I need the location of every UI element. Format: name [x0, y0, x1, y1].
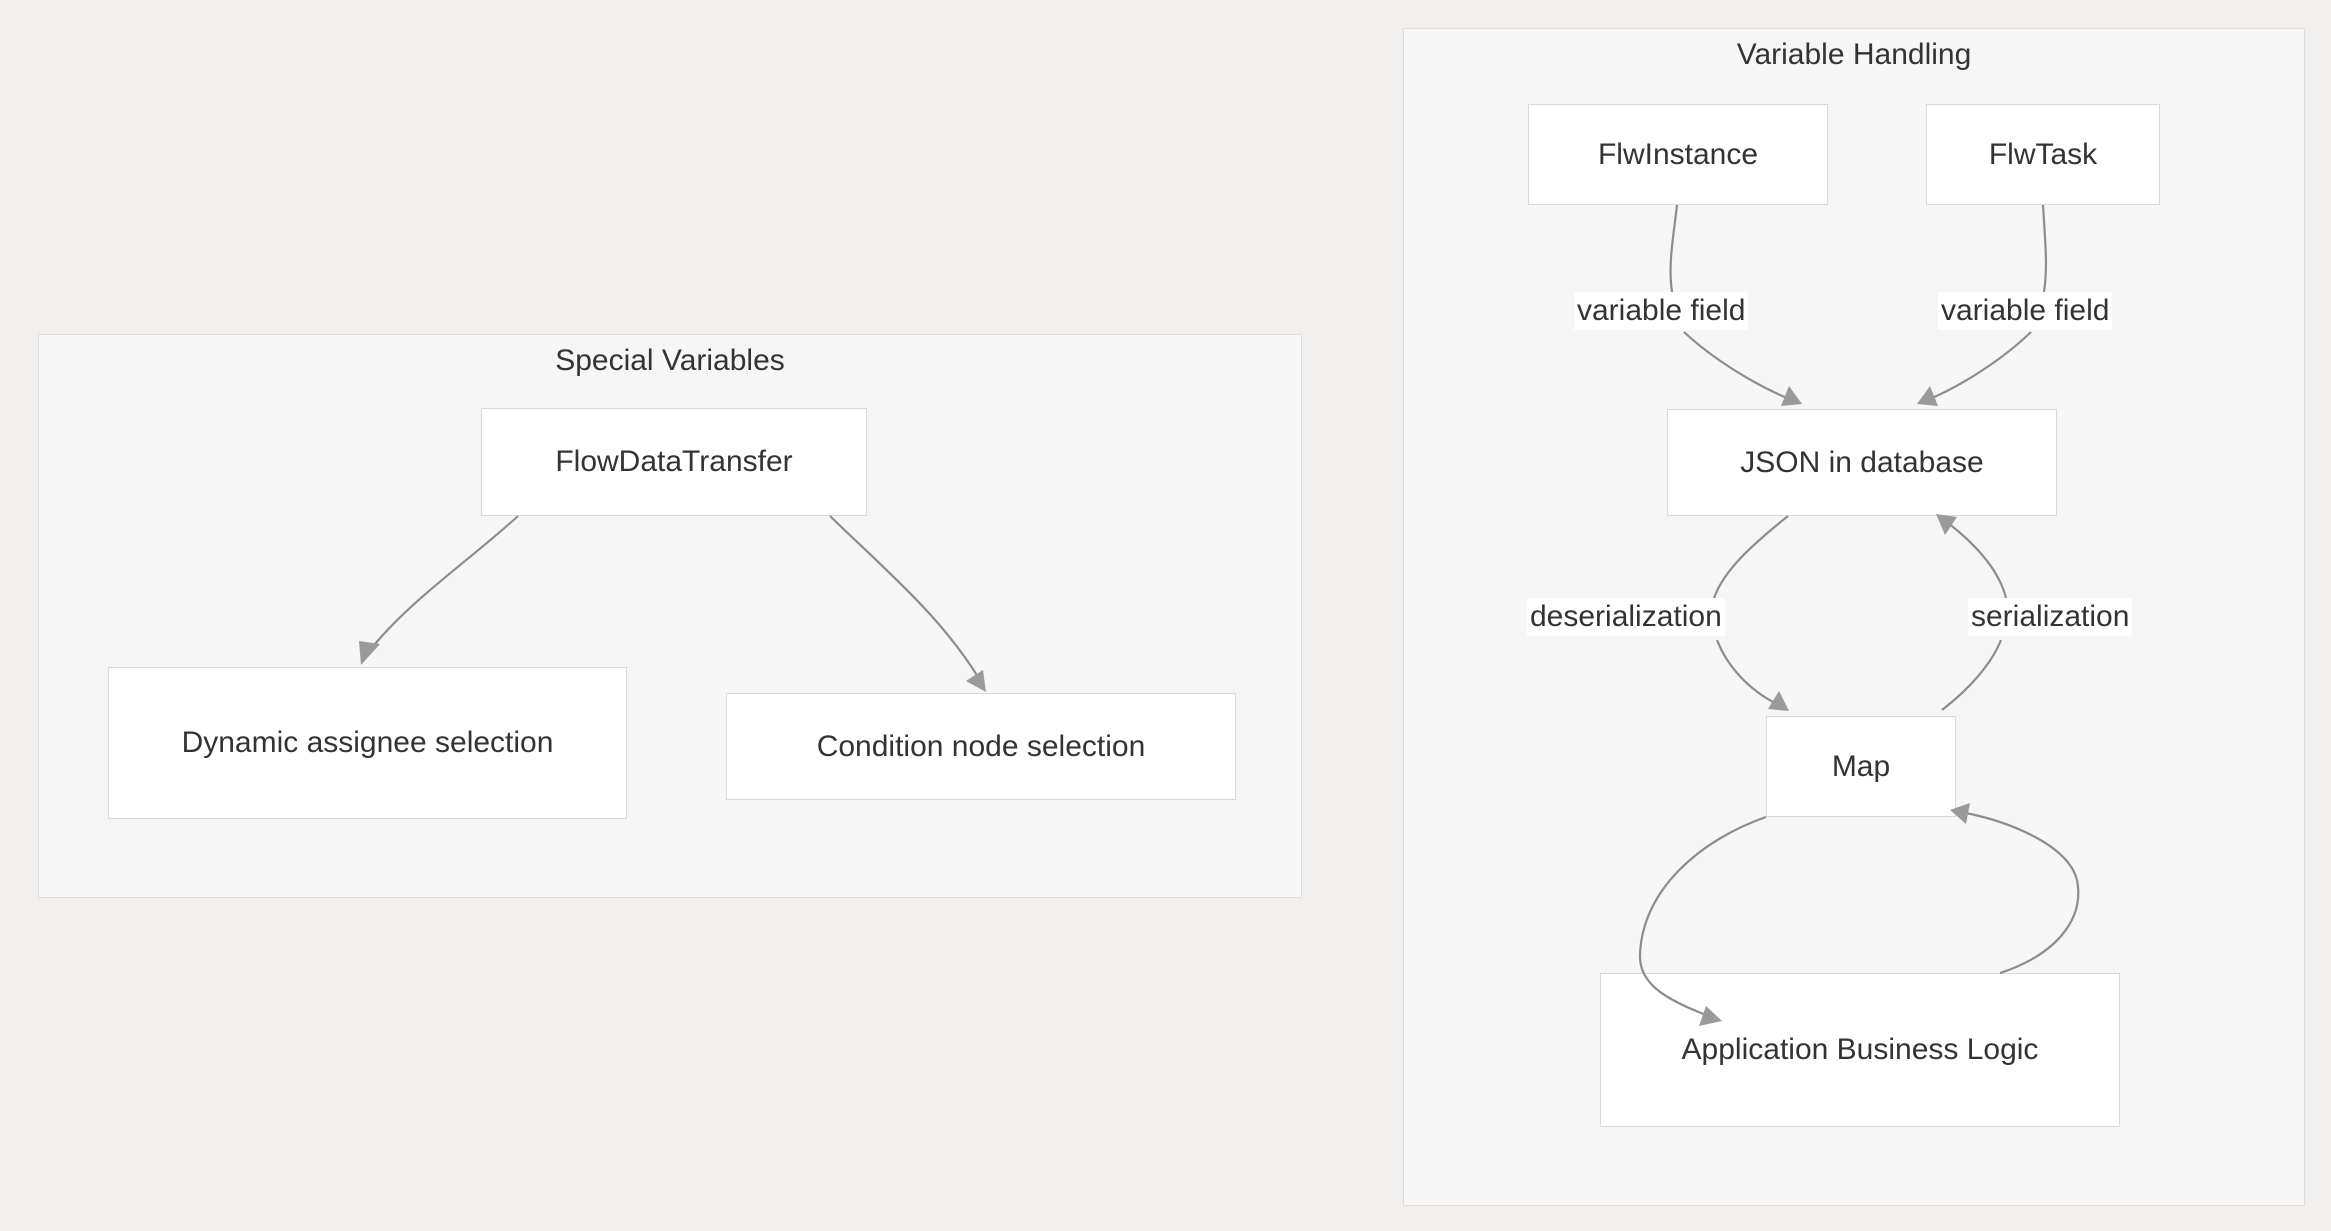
cluster-special-variables-title: Special Variables [555, 344, 785, 377]
edge-label-serialization: serialization [1968, 598, 2133, 636]
node-flow-data-transfer[interactable]: FlowDataTransfer [481, 408, 867, 516]
edge-label-deserialization: deserialization [1527, 598, 1725, 636]
node-json-in-database[interactable]: JSON in database [1667, 409, 2057, 516]
node-map[interactable]: Map [1766, 716, 1956, 817]
node-flw-task[interactable]: FlwTask [1926, 104, 2160, 205]
node-flw-instance[interactable]: FlwInstance [1528, 104, 1828, 205]
edge-label-variable-field-left: variable field [1574, 292, 1749, 330]
cluster-variable-handling-title: Variable Handling [1736, 38, 1972, 71]
node-condition-node-selection[interactable]: Condition node selection [726, 693, 1236, 800]
node-application-business-logic[interactable]: Application Business Logic [1600, 973, 2120, 1127]
edge-label-variable-field-right: variable field [1938, 292, 2113, 330]
node-dynamic-assignee-selection[interactable]: Dynamic assignee selection [108, 667, 627, 819]
